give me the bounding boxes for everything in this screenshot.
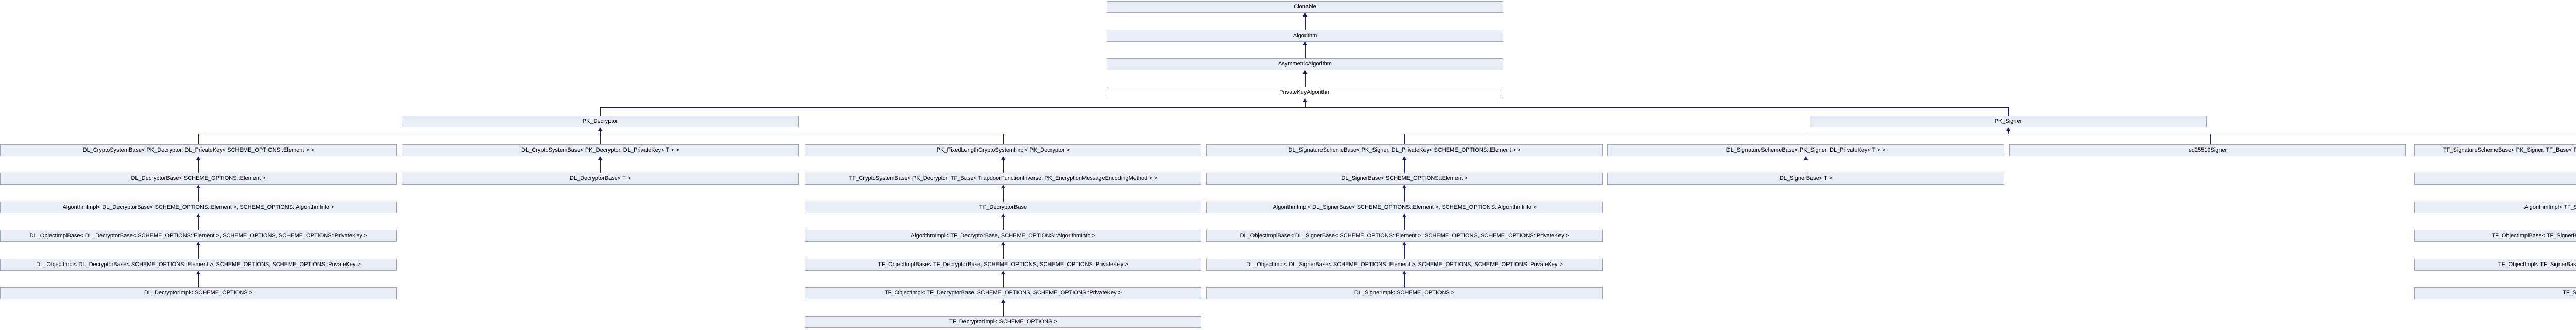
class-node-tf-objectimplbase-signer[interactable]: TF_ObjectImplBase< TF_SignerBase, SCHEME…: [2414, 230, 2576, 242]
class-node-dl-objectimplbase-signer[interactable]: DL_ObjectImplBase< DL_SignerBase< SCHEME…: [1206, 230, 1603, 242]
inheritance-arrow-icon: [1001, 156, 1005, 160]
class-node-tf-objectimpl-decryptor[interactable]: TF_ObjectImpl< TF_DecryptorBase, SCHEME_…: [805, 287, 1201, 299]
class-node-tf-signatureschemebase[interactable]: TF_SignatureSchemeBase< PK_Signer, TF_Ba…: [2414, 144, 2576, 156]
inheritance-arrow-icon: [1303, 70, 1307, 74]
connector-line: [600, 131, 601, 134]
connector-line: [1404, 160, 1405, 173]
connector-line: [600, 134, 601, 144]
connector-line: [2008, 131, 2009, 134]
connector-line: [1305, 74, 1306, 87]
inheritance-arrow-icon: [598, 127, 602, 131]
inheritance-arrow-icon: [1402, 242, 1406, 245]
connector-line: [198, 188, 199, 202]
inheritance-arrow-icon: [196, 271, 200, 274]
connector-line: [1003, 188, 1004, 202]
class-node-dl-objectimpl-decryptor[interactable]: DL_ObjectImpl< DL_DecryptorBase< SCHEME_…: [0, 259, 397, 271]
connector-line: [1003, 134, 1004, 144]
inheritance-arrow-icon: [196, 185, 200, 188]
inheritance-arrow-icon: [1001, 213, 1005, 217]
inheritance-arrow-icon: [1402, 156, 1406, 160]
inheritance-arrow-icon: [1402, 213, 1406, 217]
class-node-pk-decryptor[interactable]: PK_Decryptor: [402, 116, 799, 127]
class-node-dl-signatureschemebase-t[interactable]: DL_SignatureSchemeBase< PK_Signer, DL_Pr…: [1607, 144, 2004, 156]
connector-line: [198, 217, 199, 230]
class-node-algorithmimpl-tf-decryptorbase[interactable]: AlgorithmImpl< TF_DecryptorBase, SCHEME_…: [805, 230, 1201, 242]
connector-line: [198, 134, 199, 144]
class-node-dl-decryptorbase-element[interactable]: DL_DecryptorBase< SCHEME_OPTIONS::Elemen…: [0, 173, 397, 185]
class-node-dl-decryptorbase-t[interactable]: DL_DecryptorBase< T >: [402, 173, 799, 185]
connector-line: [1003, 245, 1004, 259]
inheritance-arrow-icon: [1001, 185, 1005, 188]
connector-line: [2008, 107, 2009, 116]
class-node-dl-signerbase-element[interactable]: DL_SignerBase< SCHEME_OPTIONS::Element >: [1206, 173, 1603, 185]
connector-line: [198, 245, 199, 259]
connector-line: [1404, 217, 1405, 230]
class-node-dl-cryptosystembase-t[interactable]: DL_CryptoSystemBase< PK_Decryptor, DL_Pr…: [402, 144, 799, 156]
class-node-dl-signerbase-t[interactable]: DL_SignerBase< T >: [1607, 173, 2004, 185]
connector-line: [1404, 274, 1405, 287]
inheritance-arrow-icon: [1001, 242, 1005, 245]
inheritance-arrow-icon: [1402, 185, 1406, 188]
class-node-clonable[interactable]: Clonable: [1107, 1, 1503, 13]
class-node-algorithmimpl-dl-decryptorbase[interactable]: AlgorithmImpl< DL_DecryptorBase< SCHEME_…: [0, 202, 397, 213]
connector-line: [1404, 188, 1405, 202]
connector-line: [1305, 16, 1306, 30]
class-node-dl-cryptosystembase-element[interactable]: DL_CryptoSystemBase< PK_Decryptor, DL_Pr…: [0, 144, 397, 156]
connector-line: [198, 160, 199, 173]
class-node-algorithmimpl-tf-signerbase[interactable]: AlgorithmImpl< TF_SignerBase, SCHEME_OPT…: [2414, 202, 2576, 213]
inheritance-arrow-icon: [1303, 98, 1307, 102]
class-node-algorithm[interactable]: Algorithm: [1107, 30, 1503, 42]
class-node-tf-decryptorbase[interactable]: TF_DecryptorBase: [805, 202, 1201, 213]
connector-line: [600, 160, 601, 173]
class-node-dl-signerimpl[interactable]: DL_SignerImpl< SCHEME_OPTIONS >: [1206, 287, 1603, 299]
class-node-dl-signatureschemebase-element[interactable]: DL_SignatureSchemeBase< PK_Signer, DL_Pr…: [1206, 144, 1603, 156]
inheritance-arrow-icon: [196, 156, 200, 160]
connector-line: [1003, 303, 1004, 316]
inheritance-arrow-icon: [1001, 299, 1005, 303]
connector-line: [600, 107, 2008, 108]
connector-line: [600, 107, 601, 116]
class-node-private-key-algorithm: PrivateKeyAlgorithm: [1107, 87, 1503, 98]
class-node-dl-decryptorimpl[interactable]: DL_DecryptorImpl< SCHEME_OPTIONS >: [0, 287, 397, 299]
inheritance-arrow-icon: [1804, 156, 1808, 160]
class-node-tf-decryptorimpl[interactable]: TF_DecryptorImpl< SCHEME_OPTIONS >: [805, 316, 1201, 328]
inheritance-arrow-icon: [196, 213, 200, 217]
class-node-tf-signerimpl[interactable]: TF_SignerImpl< SCHEME_OPTIONS >: [2414, 287, 2576, 299]
connector-line: [1003, 160, 1004, 173]
connector-line: [2210, 134, 2211, 144]
inheritance-arrow-icon: [1402, 271, 1406, 274]
class-node-pk-signer[interactable]: PK_Signer: [1810, 116, 2207, 127]
class-node-asymmetric-algorithm[interactable]: AsymmetricAlgorithm: [1107, 58, 1503, 70]
class-node-pk-fixedlengthcryptosystemimpl[interactable]: PK_FixedLengthCryptoSystemImpl< PK_Decry…: [805, 144, 1201, 156]
class-node-dl-objectimpl-signer[interactable]: DL_ObjectImpl< DL_SignerBase< SCHEME_OPT…: [1206, 259, 1603, 271]
inheritance-arrow-icon: [598, 156, 602, 160]
class-node-tf-objectimpl-signer[interactable]: TF_ObjectImpl< TF_SignerBase, SCHEME_OPT…: [2414, 259, 2576, 271]
connector-line: [1305, 45, 1306, 58]
inheritance-arrow-icon: [1001, 271, 1005, 274]
class-node-tf-cryptosystembase[interactable]: TF_CryptoSystemBase< PK_Decryptor, TF_Ba…: [805, 173, 1201, 185]
class-node-dl-objectimplbase-decryptor[interactable]: DL_ObjectImplBase< DL_DecryptorBase< SCH…: [0, 230, 397, 242]
inheritance-arrow-icon: [1303, 42, 1307, 45]
connector-line: [1305, 102, 1306, 107]
class-node-algorithmimpl-dl-signerbase[interactable]: AlgorithmImpl< DL_SignerBase< SCHEME_OPT…: [1206, 202, 1603, 213]
class-node-tf-objectimplbase-decryptor[interactable]: TF_ObjectImplBase< TF_DecryptorBase, SCH…: [805, 259, 1201, 271]
connector-line: [1404, 134, 1405, 144]
connector-line: [198, 274, 199, 287]
class-node-ed25519signer[interactable]: ed25519Signer: [2009, 144, 2406, 156]
connector-line: [1003, 274, 1004, 287]
connector-line: [1003, 217, 1004, 230]
class-node-tf-signerbase[interactable]: TF_SignerBase: [2414, 173, 2576, 185]
connector-line: [1404, 245, 1405, 259]
inheritance-arrow-icon: [1303, 13, 1307, 16]
inheritance-arrow-icon: [196, 242, 200, 245]
inheritance-arrow-icon: [2006, 127, 2010, 131]
